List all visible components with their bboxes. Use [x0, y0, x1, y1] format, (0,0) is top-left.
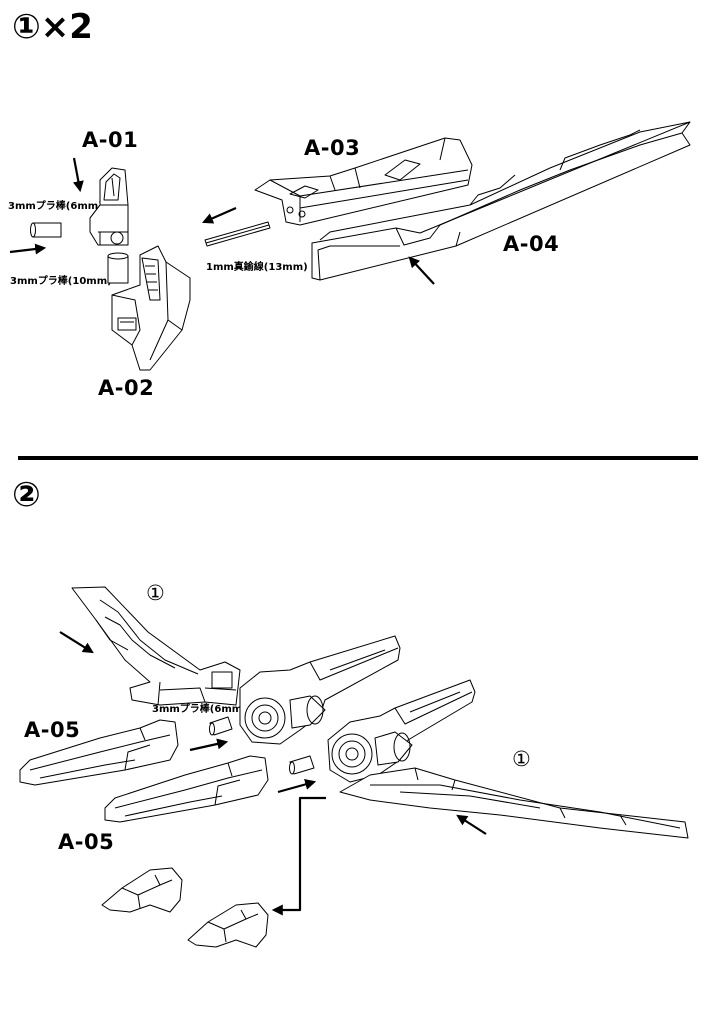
arrow-small-part — [271, 796, 326, 916]
part-a02 — [111, 245, 191, 371]
part-center-left — [239, 635, 401, 745]
label-rod-6mm-step2: 3mmプラ棒(6mm) — [152, 704, 247, 715]
step-1-title: ①×2 — [12, 7, 93, 47]
arrow-a04 — [408, 256, 435, 285]
arrow-wing-right — [456, 814, 487, 835]
label-a04: A-04 — [503, 232, 560, 256]
label-a01: A-01 — [82, 128, 139, 152]
label-a05-bottom: A-05 — [58, 830, 115, 854]
label-a05-top: A-05 — [24, 718, 81, 742]
label-rod-10mm: 3mmプラ棒(10mm) — [10, 276, 112, 287]
part-a05-top — [19, 719, 179, 786]
label-a03: A-03 — [304, 136, 361, 160]
label-rod-6mm: 3mmプラ棒(6mm) — [8, 201, 103, 212]
part-small-right — [187, 902, 269, 948]
rod-step2-right — [289, 755, 315, 775]
part-a05-bottom — [104, 755, 269, 823]
part-a03 — [254, 137, 473, 226]
assembly-arrows — [9, 157, 487, 916]
arrow-wire — [201, 206, 237, 224]
label-ref-top: ① — [146, 581, 165, 605]
rod-10mm — [107, 252, 129, 284]
label-wire-13mm: 1mm真鍮線(13mm) — [206, 262, 308, 273]
rod-6mm — [30, 222, 62, 238]
arrow-a01 — [72, 157, 84, 193]
arrow-a05-bottom — [277, 779, 317, 794]
label-ref-right: ① — [512, 747, 531, 771]
part-small-left — [101, 867, 183, 913]
wire-13mm — [204, 221, 271, 247]
arrow-a05-top — [189, 738, 229, 752]
part-wing-left — [71, 586, 241, 706]
arrow-rod-10mm — [9, 243, 47, 255]
arrow-wing-left — [59, 631, 94, 654]
step-2-title: ② — [12, 475, 41, 515]
part-a01 — [89, 167, 129, 246]
part-center-right — [327, 679, 476, 783]
section-divider — [18, 456, 698, 460]
rod-step2-left — [209, 716, 233, 736]
part-wing-right — [339, 767, 689, 839]
part-a04 — [311, 121, 691, 281]
label-a02: A-02 — [98, 376, 155, 400]
